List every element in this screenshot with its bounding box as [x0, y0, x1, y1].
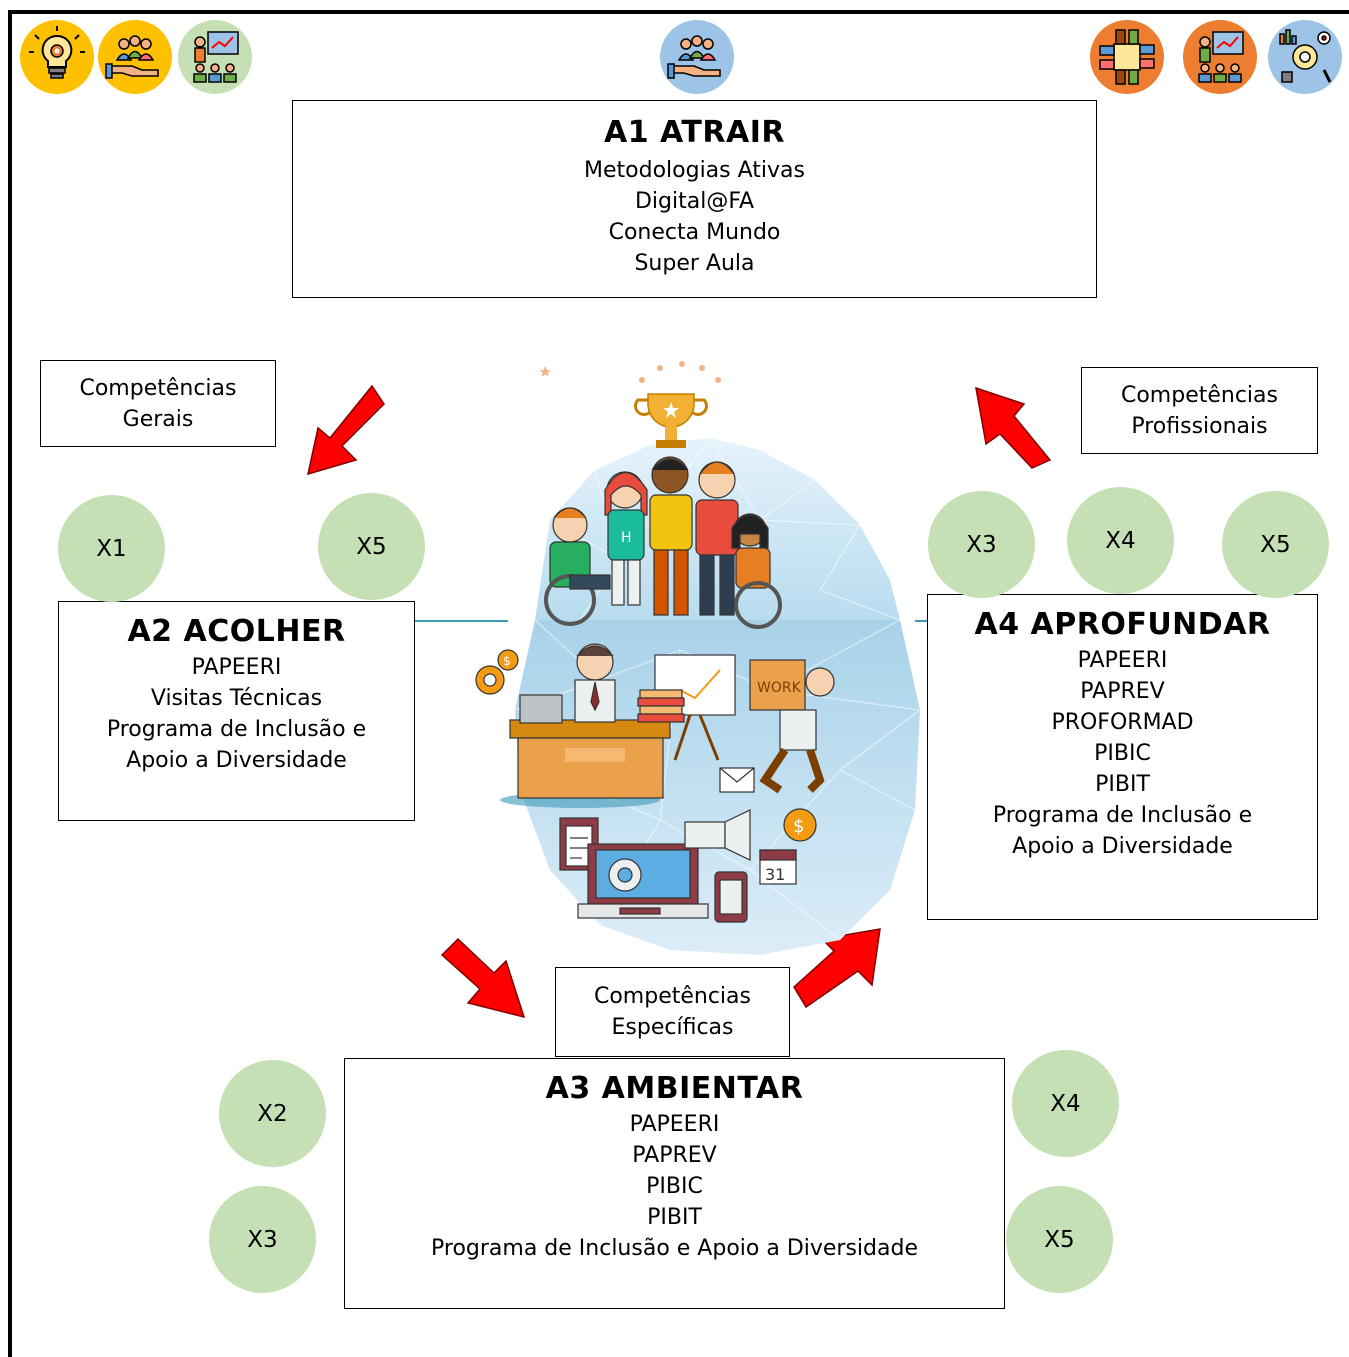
team-hand-icon [98, 20, 172, 94]
presentation-icon [1183, 20, 1257, 94]
a1-title: A1 ATRAIR [604, 115, 785, 150]
x-marker-circle: X5 [1222, 491, 1329, 598]
a4-item: PROFORMAD [1051, 710, 1194, 735]
competencias-gerais-box: Competências Gerais [40, 360, 276, 447]
svg-text:H: H [621, 530, 632, 546]
a3-item: PAPREV [632, 1143, 717, 1168]
presentation-icon [178, 20, 252, 94]
calendar-day: 31 [765, 865, 785, 884]
frame-top-border [8, 10, 1349, 14]
x-marker-circle: X5 [1006, 1186, 1113, 1293]
a1-item: Super Aula [634, 251, 755, 276]
a4-title: A4 APROFUNDAR [974, 607, 1271, 642]
collaboration-hands-icon [1090, 20, 1164, 94]
competencias-gerais-line: Gerais [122, 406, 194, 432]
arrow-up-right [792, 925, 884, 1013]
a4-item: PAPREV [1080, 679, 1165, 704]
work-sign: WORK [757, 680, 802, 696]
coin-symbol: $ [503, 654, 511, 668]
competencias-profissionais-box: Competências Profissionais [1081, 367, 1318, 454]
frame-left-border [8, 10, 12, 1357]
x-marker-circle: X4 [1012, 1050, 1119, 1157]
a4-item: PIBIT [1095, 772, 1150, 797]
x-marker-circle: X3 [209, 1186, 316, 1293]
a4-item: PAPEERI [1077, 648, 1168, 673]
strategy-gear-icon [1268, 20, 1342, 94]
team-hand-icon [660, 20, 734, 94]
a3-ambientar-box: A3 AMBIENTAR PAPEERI PAPREV PIBIC PIBIT … [344, 1058, 1005, 1309]
a4-aprofundar-box: A4 APROFUNDAR PAPEERI PAPREV PROFORMAD P… [927, 594, 1318, 920]
a2-item: Apoio a Diversidade [126, 748, 347, 773]
iceberg-illustration: H $ [420, 350, 980, 990]
a3-item: PAPEERI [629, 1112, 720, 1137]
a3-item: PIBIT [647, 1205, 702, 1230]
a4-item: PIBIC [1094, 741, 1151, 766]
a2-item: Visitas Técnicas [150, 686, 323, 711]
arrow-up-left [958, 382, 1058, 472]
x-marker-circle: X2 [219, 1060, 326, 1167]
competencias-especificas-line: Competências [593, 984, 751, 1009]
a2-item: Programa de Inclusão e [106, 717, 367, 742]
competencias-gerais-line: Competências [79, 375, 237, 401]
a1-atrair-box: A1 ATRAIR Metodologias Ativas Digital@FA… [292, 100, 1097, 298]
a4-item: Programa de Inclusão e [992, 803, 1253, 828]
x-marker-circle: X4 [1067, 487, 1174, 594]
x-marker-circle: X1 [58, 495, 165, 602]
a3-item: Programa de Inclusão e Apoio a Diversida… [431, 1236, 918, 1261]
competencias-profissionais-line: Profissionais [1131, 413, 1268, 439]
coin-symbol: $ [793, 816, 804, 837]
a3-title: A3 AMBIENTAR [545, 1071, 804, 1106]
competencias-especificas-box: Competências Específicas [555, 967, 790, 1057]
a1-item: Metodologias Ativas [584, 158, 805, 183]
competencias-profissionais-line: Competências [1120, 382, 1278, 408]
competencias-especificas-line: Específicas [611, 1015, 734, 1040]
a2-acolher-box: A2 ACOLHER PAPEERI Visitas Técnicas Prog… [58, 601, 415, 821]
a3-item: PIBIC [646, 1174, 703, 1199]
arrow-down-left [290, 378, 390, 483]
a2-item: PAPEERI [191, 655, 282, 680]
lightbulb-gear-icon [20, 20, 94, 94]
waterline-left [368, 620, 508, 622]
a2-title: A2 ACOLHER [127, 614, 346, 649]
arrow-down-right [436, 933, 536, 1025]
a1-item: Conecta Mundo [608, 220, 781, 245]
a4-item: Apoio a Diversidade [1012, 834, 1233, 859]
x-marker-circle: X5 [318, 493, 425, 600]
a1-item: Digital@FA [634, 189, 755, 214]
x-marker-circle: X3 [928, 491, 1035, 598]
